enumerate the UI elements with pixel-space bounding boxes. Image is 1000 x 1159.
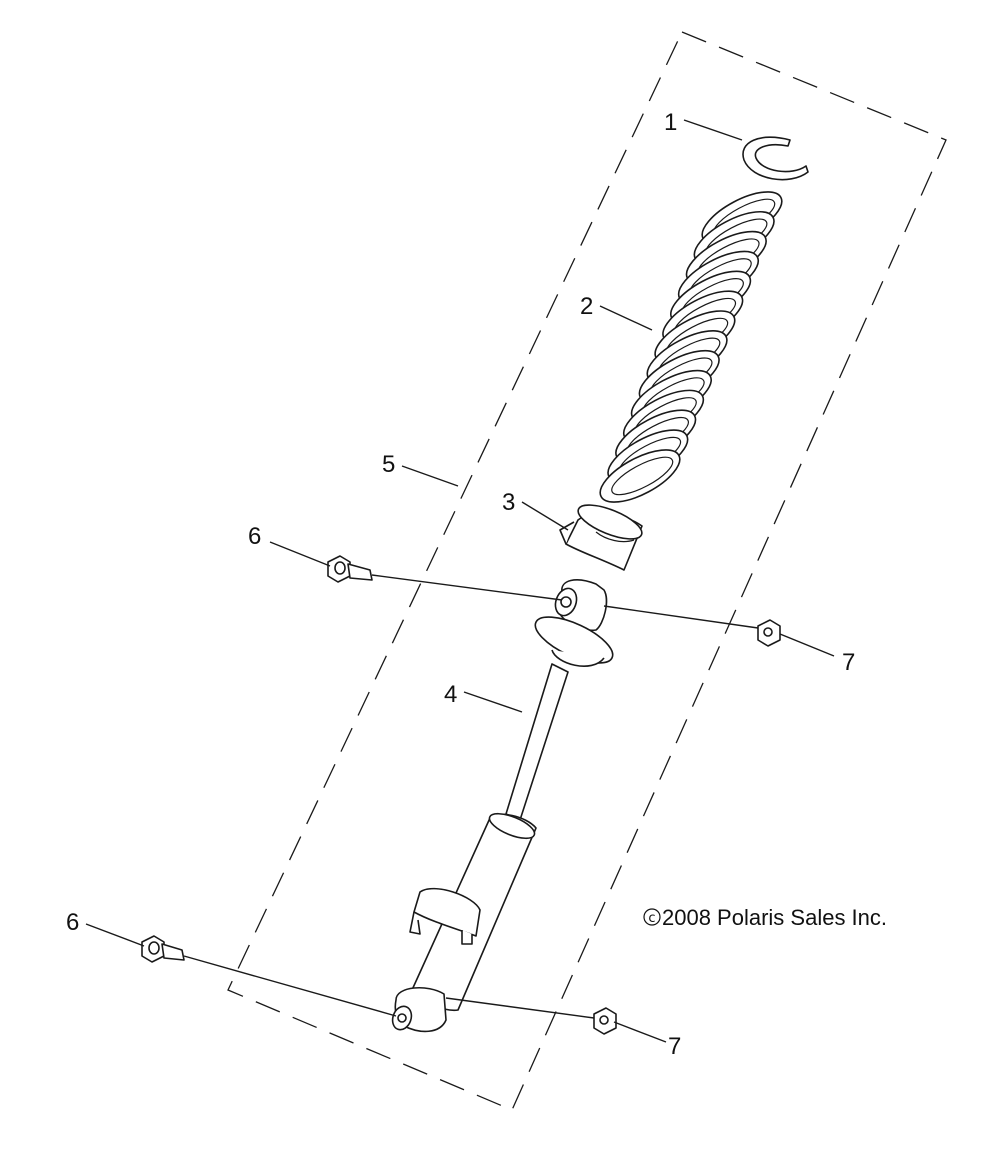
- copyright-text: 2008 Polaris Sales Inc.: [662, 905, 887, 930]
- callout-1: 1: [664, 109, 677, 136]
- assembly-boundary-dashed: [227, 31, 947, 1111]
- nut-top-part: [757, 619, 781, 647]
- copyright-symbol: c: [648, 911, 655, 926]
- callout-4: 4: [444, 681, 457, 708]
- spring-coil-inner: [611, 456, 674, 496]
- callout-3: 3: [502, 489, 515, 516]
- leader-4: [463, 691, 523, 713]
- leader-5: [401, 465, 459, 487]
- alignment-line-bottom-nut: [445, 997, 595, 1019]
- spring-coil: [599, 449, 681, 503]
- alignment-line-top-nut: [603, 605, 759, 629]
- leader-6-top: [269, 541, 331, 567]
- leader-7-bottom: [613, 1021, 667, 1043]
- callout-7-bottom: 7: [668, 1033, 681, 1060]
- leader-1: [683, 119, 743, 141]
- copyright-circle: [643, 908, 661, 926]
- leader-2: [599, 305, 653, 331]
- callout-7-top: 7: [842, 649, 855, 676]
- spring-retainer-part: [559, 504, 643, 571]
- alignment-line-bottom-bolt: [183, 955, 397, 1017]
- shock-absorber-part: [391, 579, 614, 1033]
- leader-6-bottom: [85, 923, 145, 947]
- nut-bottom-part: [593, 1007, 617, 1035]
- callout-6-top: 6: [248, 523, 261, 550]
- callout-6-bottom: 6: [66, 909, 79, 936]
- copyright-notice: c 2008 Polaris Sales Inc.: [643, 905, 887, 930]
- leader-3: [521, 501, 569, 531]
- callout-2: 2: [580, 293, 593, 320]
- leader-7-top: [779, 633, 835, 657]
- bolt-top-part: [327, 555, 373, 583]
- bolt-bottom-part: [141, 935, 185, 963]
- coil-spring-part: [599, 191, 783, 503]
- alignment-line-top-bolt: [371, 574, 563, 601]
- retaining-clip-part: [742, 136, 809, 181]
- callout-5: 5: [382, 451, 395, 478]
